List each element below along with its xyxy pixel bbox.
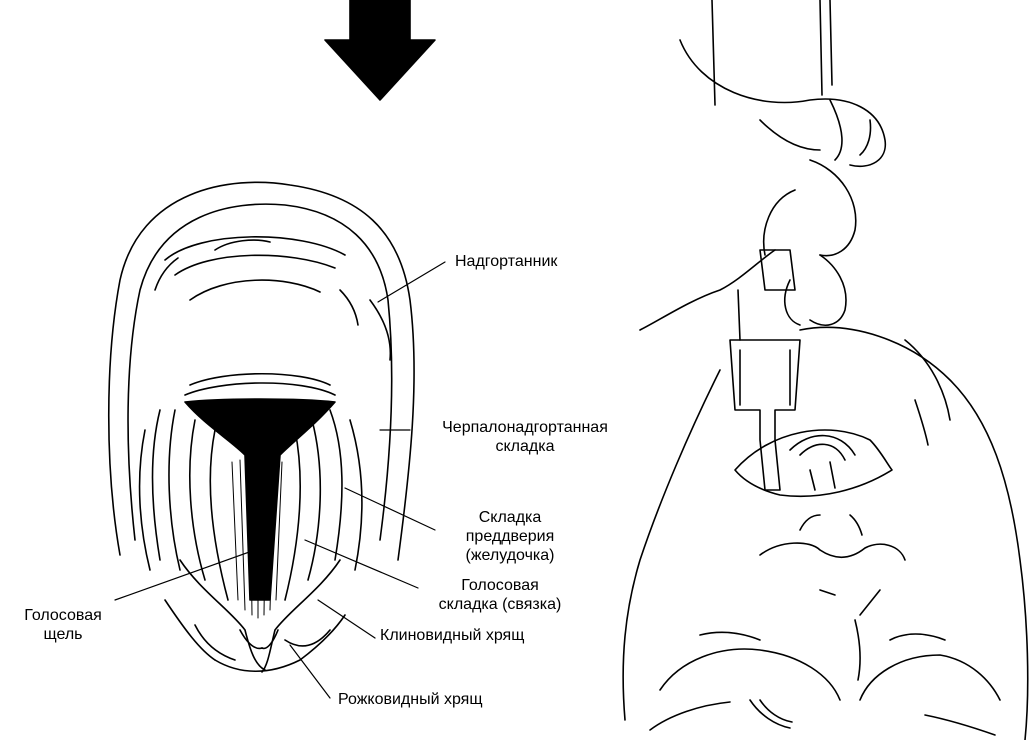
label-glottis-line1: Голосовая bbox=[8, 606, 118, 625]
label-vestibular-line3: (желудочка) bbox=[440, 546, 580, 565]
label-vestibular-line1: Складка bbox=[440, 508, 580, 527]
label-glottis-line2: щель bbox=[8, 625, 118, 644]
glottis-shape bbox=[185, 399, 335, 600]
label-vocal-fold: Голосовая складка (связка) bbox=[410, 576, 590, 614]
label-aryepiglottic-line2: складка bbox=[410, 437, 640, 456]
leader-glottis bbox=[115, 550, 255, 600]
larynx-drawing bbox=[109, 182, 414, 672]
leader-epiglottis bbox=[378, 262, 445, 302]
label-epiglottis: Надгортанник bbox=[455, 252, 557, 271]
down-arrow-icon bbox=[325, 0, 435, 100]
patient-and-laryngoscope-drawing bbox=[623, 0, 1028, 740]
label-vestibular-line2: преддверия bbox=[440, 527, 580, 546]
label-aryepiglottic-fold: Черпалонадгортанная складка bbox=[410, 418, 640, 456]
leader-vocal bbox=[305, 540, 418, 588]
label-cuneiform-cartilage: Клиновидный хрящ bbox=[380, 626, 524, 645]
label-corniculate-cartilage: Рожковидный хрящ bbox=[338, 690, 483, 709]
leader-cuneiform bbox=[318, 600, 375, 638]
label-vocal-line2: складка (связка) bbox=[410, 595, 590, 614]
label-vestibular-fold: Складка преддверия (желудочка) bbox=[440, 508, 580, 565]
label-glottis: Голосовая щель bbox=[8, 606, 118, 644]
label-vocal-line1: Голосовая bbox=[410, 576, 590, 595]
label-aryepiglottic-line1: Черпалонадгортанная bbox=[410, 418, 640, 437]
leader-vestibular bbox=[345, 488, 435, 530]
